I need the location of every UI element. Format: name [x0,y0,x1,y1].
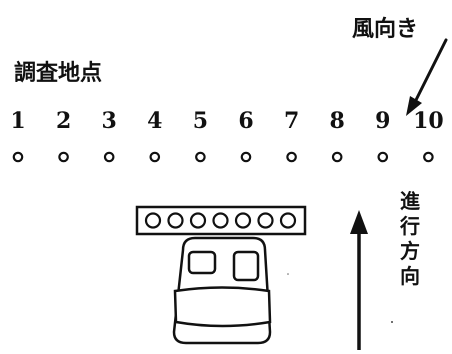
vehicle-window-strip [135,205,307,236]
survey-points-title: 調査地点 [14,60,102,86]
vehicle-body [172,236,272,345]
survey-point-number: 7 [284,108,299,134]
survey-point-number: 10 [413,108,444,134]
vehicle-window [257,212,274,229]
survey-point-marker [423,151,434,163]
survey-point-marker [103,151,115,163]
survey-point-marker [240,151,252,163]
survey-point-number: 9 [375,108,390,134]
vehicle-window [167,212,184,229]
vehicle-window [279,212,297,229]
survey-point-marker [58,151,69,163]
vehicle [135,205,307,345]
survey-point-number: 6 [238,108,253,134]
travel-direction-char: 行 [399,214,420,238]
vehicle-rear-section [173,286,272,328]
survey-point-marker [377,151,389,163]
wind-direction-label: 風向き [352,16,418,42]
vehicle-seat-right [232,250,260,282]
survey-point-marker [286,151,297,163]
travel-direction-char: 方 [400,239,420,263]
wind-direction-arrow [406,38,448,116]
survey-point-marker [149,151,161,163]
survey-point-marker [195,151,206,163]
travel-direction-char: 進 [400,189,420,213]
survey-point-marker [12,151,24,163]
travel-direction-arrow [350,210,368,350]
vehicle-windows [144,212,297,229]
scan-speck [391,321,393,323]
survey-point-markers [12,151,434,163]
survey-point-marker [331,151,343,163]
vehicle-window [234,212,252,229]
survey-point-number: 2 [56,108,71,134]
survey-point-number: 3 [102,108,117,134]
vehicle-seat-left [187,250,217,275]
travel-direction-char: 向 [400,264,420,288]
vehicle-window [144,212,162,229]
survey-point-labels: 1 2 3 4 5 6 7 8 9 10 [10,108,443,134]
survey-point-number: 5 [193,108,208,134]
survey-point-number: 1 [10,108,25,134]
vehicle-window [189,212,207,229]
survey-point-number: 8 [330,108,345,134]
scan-speck [287,273,289,275]
survey-point-number: 4 [147,108,162,134]
vehicle-window [212,212,229,229]
